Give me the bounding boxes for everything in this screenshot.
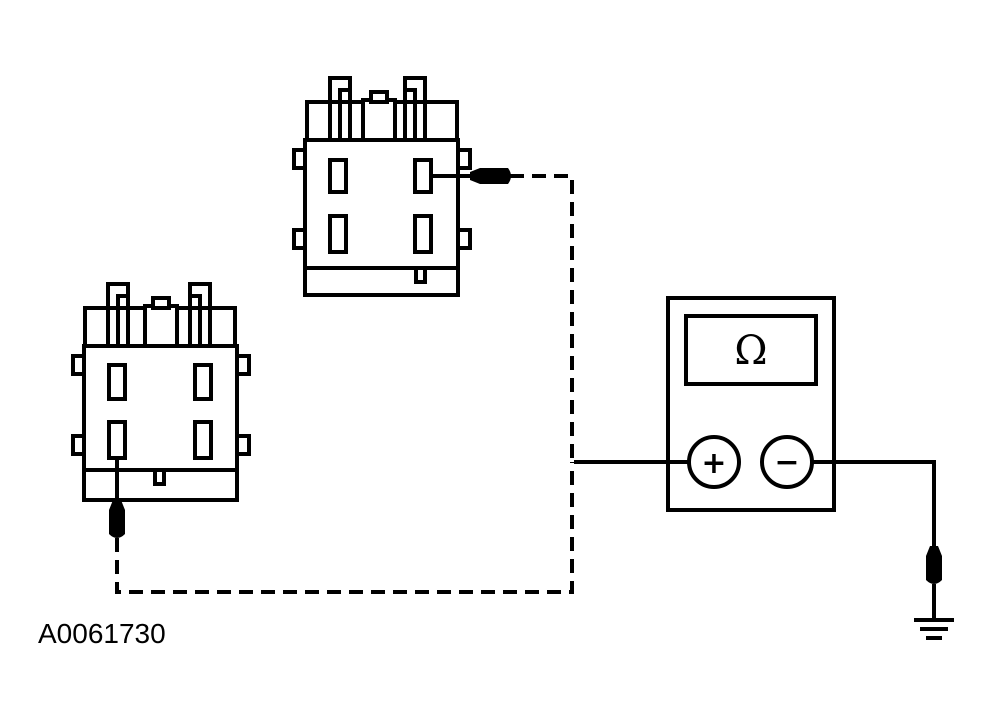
figure-id-label: A0061730 [38, 618, 166, 649]
lower-connector-cavity [193, 363, 213, 401]
lower-connector-cavity [193, 420, 213, 460]
upper-connector-cavity [328, 158, 348, 194]
lower-test-lead-probe-icon [109, 458, 125, 538]
upper-connector-latch [305, 76, 459, 144]
multimeter-display [684, 314, 818, 386]
ground-symbol-icon [914, 618, 954, 640]
ground-probe-icon [926, 546, 942, 620]
lower-connector-latch [83, 282, 237, 350]
multimeter-icon: Ω + − [666, 296, 836, 512]
ohm-symbol: Ω [734, 328, 767, 374]
upper-connector-body [303, 138, 460, 297]
positive-terminal-label: + [701, 446, 726, 481]
negative-meter-lead [812, 460, 936, 546]
upper-test-lead-probe-icon [432, 168, 511, 184]
upper-test-lead [510, 174, 574, 462]
upper-connector-cavity [413, 158, 433, 194]
lower-connector [71, 282, 251, 502]
lower-connector-cavity [107, 363, 127, 401]
upper-connector [292, 76, 472, 297]
negative-terminal-label: − [774, 445, 799, 480]
lower-test-lead [115, 462, 574, 594]
lower-connector-cavity [107, 420, 127, 460]
upper-connector-cavity [413, 214, 433, 254]
upper-connector-cavity [328, 214, 348, 254]
